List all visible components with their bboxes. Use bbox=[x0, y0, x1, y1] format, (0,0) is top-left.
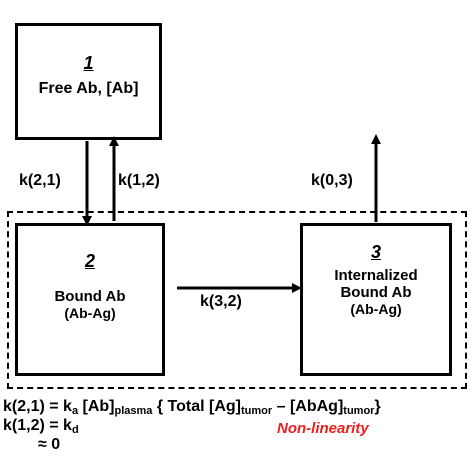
compartment-number: 2 bbox=[84, 251, 95, 271]
compartment-sublabel: (Ab-Ag) bbox=[64, 305, 116, 321]
equation-k12: k(1,2) = kd bbox=[3, 417, 79, 436]
rate-label-k03: k(0,3) bbox=[311, 172, 353, 189]
cell-compartment-boundary bbox=[7, 211, 467, 389]
internalized-ab-compartment: 3 Internalized Bound Ab (Ab-Ag) bbox=[300, 223, 452, 376]
compartment-label: Internalized bbox=[334, 267, 418, 284]
rate-label-k21: k(2,1) bbox=[19, 172, 61, 189]
compartment-number: 1 bbox=[83, 53, 94, 73]
compartment-label: Bound Ab bbox=[54, 288, 126, 305]
bound-ab-compartment: 2 Bound Ab (Ab-Ag) bbox=[15, 223, 165, 376]
compartment-label: Free Ab, [Ab] bbox=[38, 80, 139, 97]
rate-label-k32: k(3,2) bbox=[200, 293, 242, 310]
free-ab-compartment: 1 Free Ab, [Ab] bbox=[15, 23, 162, 140]
nonlinearity-annotation: Non-linearity bbox=[277, 420, 369, 437]
rate-label-k12: k(1,2) bbox=[118, 172, 160, 189]
compartment-sublabel: (Ab-Ag) bbox=[350, 301, 402, 317]
equation-approx-zero: ≈ 0 bbox=[38, 436, 61, 453]
equation-k21: k(2,1) = ka [Ab]plasma { Total [Ag]tumor… bbox=[3, 398, 381, 417]
compartment-number: 3 bbox=[370, 242, 381, 262]
compartment-label-2: Bound Ab bbox=[340, 284, 412, 301]
